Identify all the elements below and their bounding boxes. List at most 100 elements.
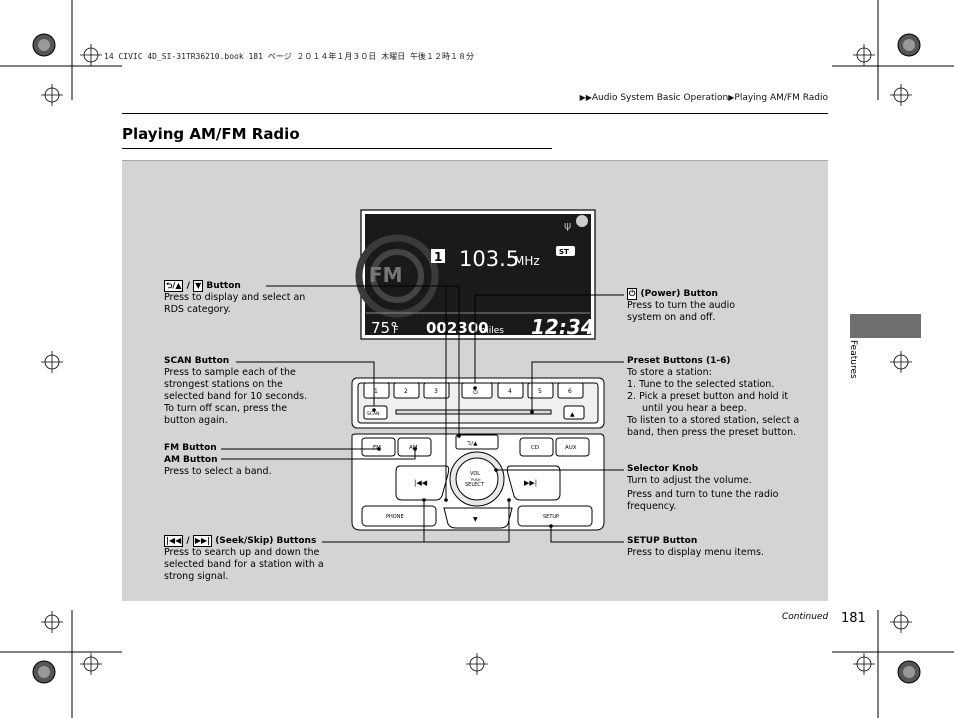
callout-presets-step1: 1. Tune to the selected station. [627, 379, 775, 390]
callout-scan-desc: Press to sample each of the strongest st… [164, 367, 308, 426]
side-tab[interactable] [850, 314, 921, 338]
callout-seek-label: (Seek/Skip) Buttons [215, 536, 317, 546]
phone-label: PHONE [386, 514, 404, 520]
callout-power: ⏻ (Power) Button Press to turn the audio… [627, 288, 757, 324]
cd-label: CD [531, 445, 539, 451]
seek-back-glyph: |◀◀ [164, 535, 184, 547]
callout-back-desc: Press to display and select an RDS categ… [164, 292, 306, 315]
setup-label: SETUP [543, 514, 559, 520]
breadcrumb-section[interactable]: Audio System Basic Operation [591, 93, 729, 103]
power-icon: ⏻ [473, 389, 478, 396]
display-mode: FM [369, 263, 403, 287]
callout-leaders [221, 285, 624, 543]
preset-label-1: 1 [374, 388, 378, 395]
seek-back-icon: |◀◀ [414, 479, 428, 487]
preset-label-2: 2 [404, 388, 408, 395]
callout-setup-label: SETUP Button [627, 536, 698, 546]
callout-fm-am-desc: Press to select a band. [164, 466, 272, 477]
callout-fm-am: FM Button AM Button Press to select a ba… [164, 442, 314, 478]
callout-back-button: ⮌/▲ / ▼ Button Press to display and sele… [164, 280, 324, 316]
eject-button[interactable] [563, 405, 585, 420]
selector-knob[interactable] [455, 457, 499, 501]
header-rule [122, 113, 828, 114]
callout-dots [372, 386, 553, 528]
back-tune-label: ⮌/▲ [467, 440, 478, 447]
preset-button-3[interactable] [423, 382, 450, 399]
callout-selector-label: Selector Knob [627, 464, 699, 474]
callout-presets-label: Preset Buttons (1-6) [627, 356, 731, 366]
preset-button-1[interactable] [363, 382, 390, 399]
eject-icon: ▲ [570, 411, 575, 418]
down-button[interactable] [443, 507, 513, 529]
fm-button[interactable] [361, 437, 396, 457]
display-clock: 12:34 [531, 315, 595, 339]
callout-presets: Preset Buttons (1-6) To store a station:… [627, 355, 811, 439]
callout-scan-label: SCAN Button [164, 356, 230, 366]
seek-back-button[interactable] [395, 465, 450, 501]
phone-button[interactable] [361, 505, 437, 527]
display-preset: 1 [434, 250, 442, 264]
bluetooth-icon [576, 215, 588, 227]
knob-label-vol: VOL [470, 471, 480, 477]
aux-button[interactable] [555, 437, 590, 457]
display-frequency: 103.5 [459, 247, 519, 271]
callout-fm-label: FM Button [164, 443, 217, 453]
display-stereo: ST [559, 248, 569, 256]
callout-selector-desc1: Turn to adjust the volume. [627, 475, 752, 486]
aux-label: AUX [565, 445, 577, 451]
back-tune-glyph: ⮌/▲ [164, 280, 184, 292]
preset-button-6[interactable] [557, 382, 584, 399]
upper-panel [351, 377, 605, 429]
continued-note: Continued [782, 612, 829, 622]
fm-label: FM [373, 445, 381, 451]
radio-display: FM 1 103.5 MHz ST ψ 75° F 002300 miles 1… [355, 209, 596, 340]
callout-back-label: Button [206, 281, 241, 291]
seek-forward-glyph: ▶▶| [192, 535, 213, 547]
display-temperature: 75° [371, 319, 398, 337]
scan-button[interactable] [363, 405, 388, 420]
back-tune-button[interactable] [455, 434, 499, 450]
cd-slot [395, 409, 552, 415]
am-label: AM [409, 445, 418, 451]
callout-power-label: (Power) Button [640, 289, 718, 299]
preset-button-4[interactable] [497, 382, 524, 399]
callout-seek: |◀◀ / ▶▶| (Seek/Skip) Buttons Press to s… [164, 535, 332, 583]
callout-selector: Selector Knob Turn to adjust the volume.… [627, 463, 807, 513]
usb-icon: ψ [564, 219, 571, 232]
preset-button-2[interactable] [393, 382, 420, 399]
breadcrumb-separator: ▶ [728, 93, 735, 102]
seek-forward-icon: ▶▶| [524, 479, 537, 487]
preset-label-5: 5 [538, 388, 542, 395]
breadcrumb: ▶▶Audio System Basic Operation▶Playing A… [580, 93, 828, 103]
callout-selector-desc2: Press and turn to tune the radio frequen… [627, 489, 779, 512]
down-icon: ▼ [473, 516, 478, 523]
callout-presets-outro: To listen to a stored station, select a … [627, 415, 800, 438]
callout-setup-desc: Press to display menu items. [627, 547, 764, 558]
preset-label-4: 4 [508, 388, 512, 395]
power-glyph: ⏻ [627, 288, 638, 300]
power-button[interactable] [461, 382, 493, 399]
callout-am-label: AM Button [164, 455, 218, 465]
callout-scan-button: SCAN Button Press to sample each of the … [164, 355, 320, 427]
knob-label-push: PUSH [471, 478, 481, 482]
setup-button[interactable] [517, 505, 593, 527]
display-frequency-unit: MHz [514, 254, 540, 268]
display-temperature-unit: F [393, 325, 399, 336]
print-header: 14 CIVIC 4D_SI-31TR36210.book 181 ページ ２０… [104, 52, 475, 61]
page-number: 181 [841, 611, 866, 626]
callout-presets-intro: To store a station: [627, 367, 712, 378]
callout-power-desc: Press to turn the audio system on and of… [627, 300, 736, 323]
display-odometer: 002300 [426, 319, 489, 337]
callout-seek-desc: Press to search up and down the selected… [164, 547, 324, 582]
breadcrumb-current: Playing AM/FM Radio [734, 93, 828, 103]
breadcrumb-arrows: ▶▶ [579, 93, 592, 102]
knob-label-select: SELECT [465, 482, 485, 488]
preset-button-5[interactable] [527, 382, 554, 399]
title-rule [122, 148, 552, 149]
callout-setup: SETUP Button Press to display menu items… [627, 535, 807, 559]
scan-label: SCAN [367, 411, 379, 417]
page-title: Playing AM/FM Radio [122, 125, 300, 143]
cd-button[interactable] [519, 437, 554, 457]
